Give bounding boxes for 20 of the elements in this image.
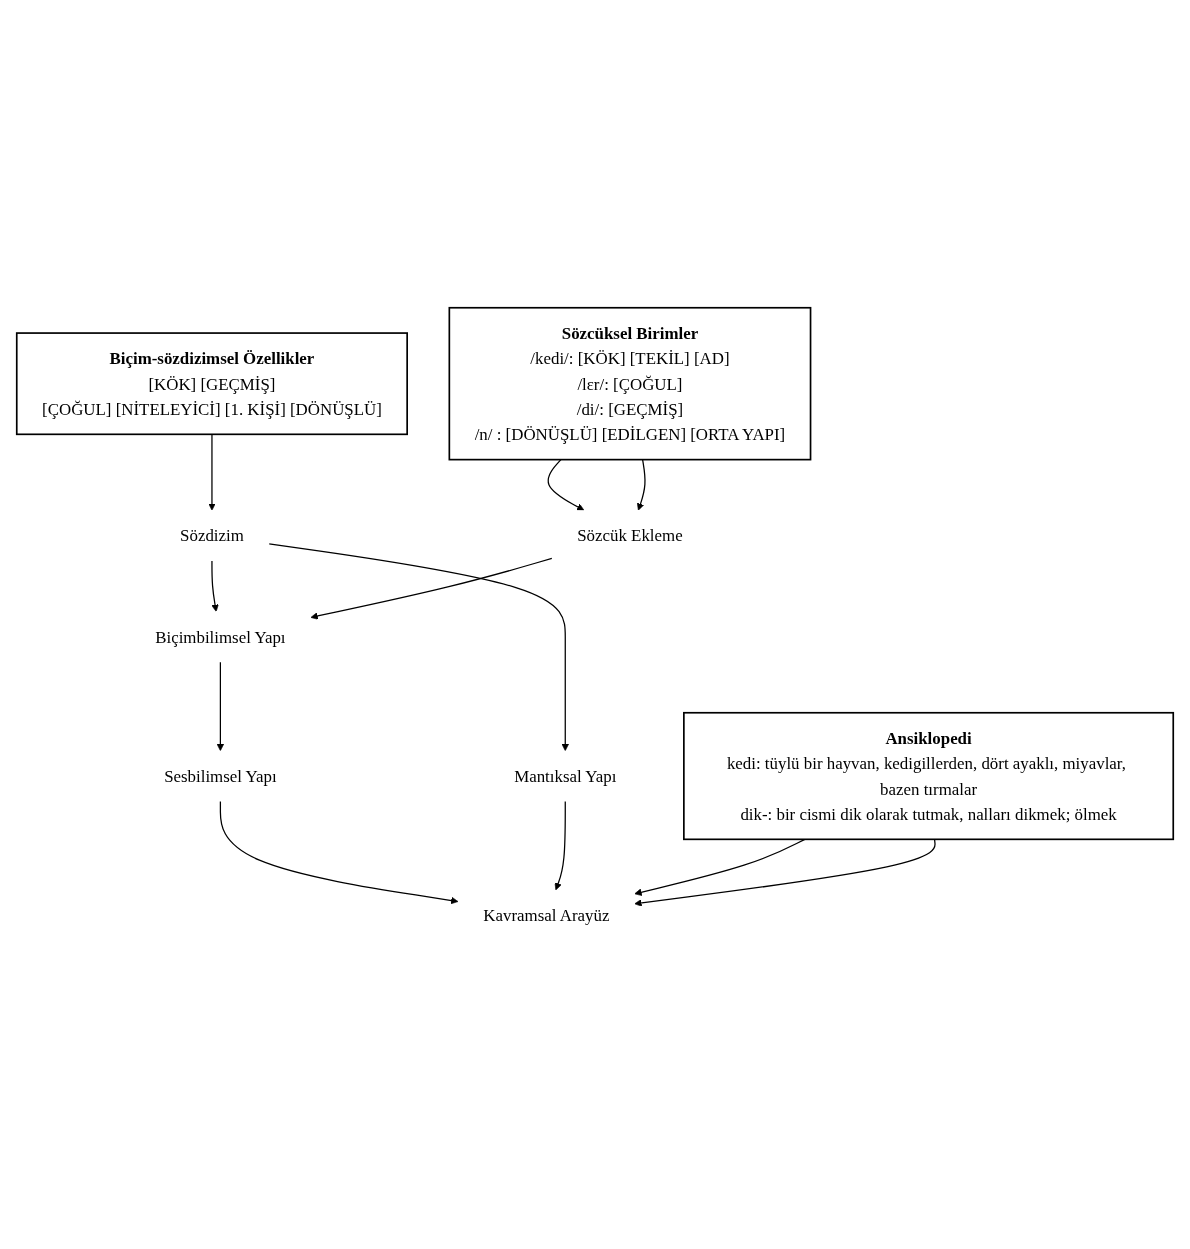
- node-text: Sözdizim: [180, 526, 244, 546]
- node-box: Biçim-sözdizimsel Özellikler [KÖK] [GEÇMİŞ] [ÇOĞUL] [NİTELEYİCİ] [1. KİŞİ] [DÖNÜŞLÜ]: [15, 332, 408, 436]
- node-text: Sözcük Ekleme: [577, 526, 683, 546]
- arrow: [219, 801, 459, 905]
- arrow: [268, 543, 569, 752]
- node-text: Kavramsal Arayüz: [483, 906, 610, 925]
- arrow: [216, 661, 225, 752]
- arrow: [547, 459, 585, 511]
- arrow: [211, 560, 219, 613]
- node-text: Biçimbilimsel Yapı: [155, 627, 286, 647]
- node-box: Sözcüksel Birimler /kedi/: [KÖK] [TEKİL] [AD] /lɛr/: [ÇOĞUL] /di/: [GEÇMİŞ] /n/ : [DÖNÜŞLÜ] [EDİLGEN] [ORTA YAPI]: [448, 307, 812, 461]
- node-text: Sesbilimsel Yapı: [164, 767, 277, 786]
- node-box: Ansiklopedi kedi: tüylü bir hayvan, kedigillerden, dört ayaklı, miyavlar, bazen tırmalar dik-: bir cismi dik olarak tutmak, nalları dikmek; ölmek: [683, 712, 1175, 841]
- node-text: Mantıksal Yapı: [514, 767, 617, 786]
- arrow: [554, 801, 566, 891]
- arrow: [310, 558, 553, 620]
- arrow: [634, 839, 936, 907]
- arrow: [637, 459, 646, 511]
- arrow: [634, 839, 806, 897]
- arrow: [208, 434, 216, 511]
